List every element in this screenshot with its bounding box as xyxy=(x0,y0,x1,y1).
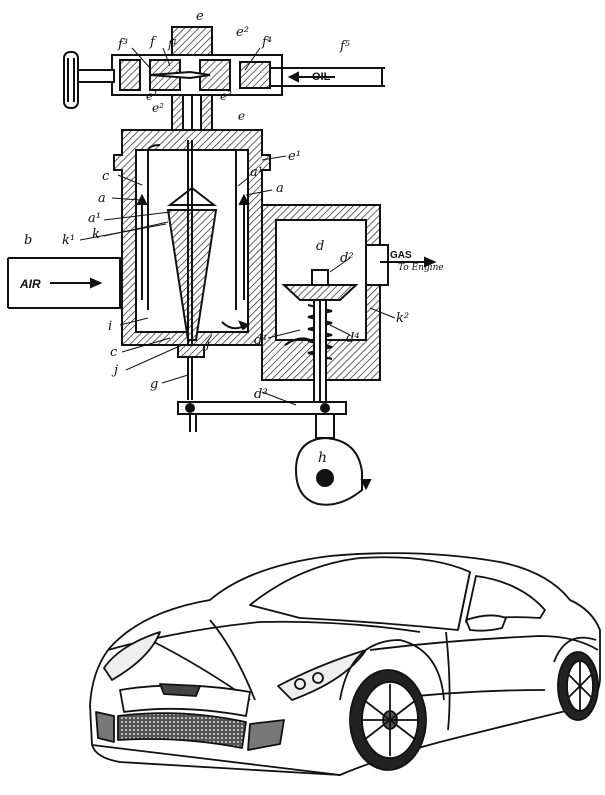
left-headlight xyxy=(103,631,161,681)
sports-car-drawing xyxy=(89,552,601,776)
ref-d1: d¹ xyxy=(254,333,268,348)
actuating-lever xyxy=(177,401,347,439)
lower-grille xyxy=(117,712,247,749)
ref-b: b xyxy=(24,233,32,248)
cam-wheel xyxy=(294,436,372,506)
side-mirror xyxy=(465,614,507,632)
ref-e2: e² xyxy=(152,101,164,115)
gas-label: GAS xyxy=(390,250,412,261)
ref-j-low: j xyxy=(111,363,118,378)
ref-f4: f⁴ xyxy=(261,35,272,50)
oil-label: OIL xyxy=(312,71,331,83)
rear-wheel xyxy=(557,651,599,721)
ref-a1-left: a¹ xyxy=(88,211,101,226)
leader-lines xyxy=(79,47,396,406)
ref-a-right: a xyxy=(276,181,284,196)
ref-i: i xyxy=(108,319,112,334)
ref-k-left: k xyxy=(92,227,100,242)
windshield xyxy=(249,556,471,631)
ref-f3: f³ xyxy=(117,37,128,52)
vaporizer-body xyxy=(113,129,271,400)
ref-e1: e¹ xyxy=(146,89,158,103)
handwheel xyxy=(63,51,115,109)
ref-a1-right: a¹ xyxy=(250,165,263,180)
ref-e-top: e xyxy=(196,9,204,24)
ref-d3: d³ xyxy=(254,387,268,402)
ref-d4: d⁴ xyxy=(346,331,360,346)
ref-h: h xyxy=(318,450,327,466)
to-engine-label: To Engine xyxy=(398,263,444,273)
patent-carburetor-figure xyxy=(7,26,437,506)
ref-f1: f¹ xyxy=(167,37,177,51)
air-label: AIR xyxy=(19,277,41,291)
ref-d: d xyxy=(316,239,324,254)
ref-j-mid: j xyxy=(203,337,210,351)
air-inlet-pipe xyxy=(7,257,122,309)
oil-pipe xyxy=(270,67,385,87)
ref-f: f xyxy=(149,35,157,50)
front-wheel xyxy=(349,669,427,771)
ref-g: g xyxy=(150,377,158,392)
ref-e2-top: e² xyxy=(236,25,249,40)
flow-captions: OIL AIR GAS To Engine xyxy=(19,71,444,291)
ref-e1-right: e¹ xyxy=(288,149,301,164)
reference-letters: e e² f³ f f¹ f⁴ f⁵ e¹ e² e³ e c a a¹ k b… xyxy=(24,9,409,466)
ref-e-right: e xyxy=(238,109,245,123)
ref-d2: d² xyxy=(340,251,354,266)
ref-f5: f⁵ xyxy=(339,39,351,54)
ref-k2: k² xyxy=(396,311,409,326)
ref-k1: k¹ xyxy=(62,233,75,248)
ref-a-left: a xyxy=(98,191,106,206)
top-cap xyxy=(171,26,213,58)
ref-e3: e³ xyxy=(220,89,232,103)
mixing-chamber xyxy=(261,204,437,411)
ref-c-left: c xyxy=(102,169,110,184)
ref-c-low: c xyxy=(110,345,118,360)
